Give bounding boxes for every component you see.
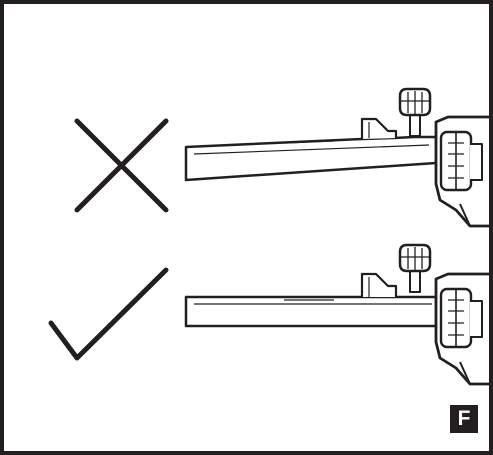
tool-with-tilted-blade <box>184 87 489 228</box>
instruction-illustration <box>48 87 489 386</box>
checkmark-icon <box>48 267 169 361</box>
cross-icon <box>74 118 169 213</box>
figure-label-badge: F <box>450 405 478 433</box>
tool-with-level-blade <box>184 243 489 386</box>
